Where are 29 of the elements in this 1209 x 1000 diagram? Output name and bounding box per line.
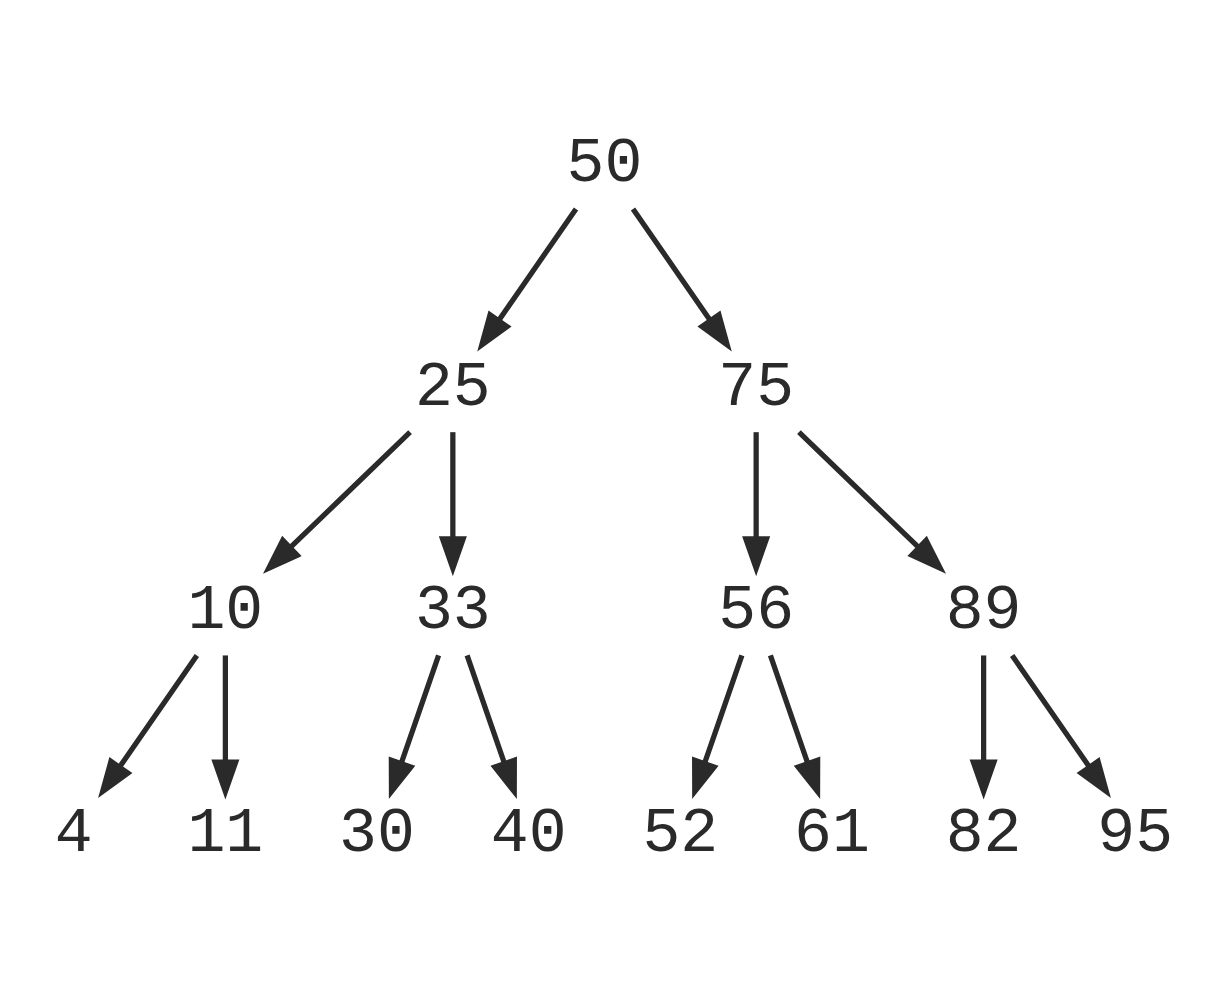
- node-text: 4: [54, 797, 93, 870]
- arrow: [477, 206, 579, 352]
- node-text: 30: [339, 797, 415, 870]
- arrow: [211, 654, 240, 799]
- arrow: [98, 653, 199, 798]
- arrow: [742, 431, 771, 576]
- arrow: [388, 654, 442, 799]
- arrow: [1010, 653, 1111, 798]
- node-text: 75: [718, 351, 795, 424]
- node-text: 10: [187, 574, 264, 647]
- arrow: [969, 654, 998, 799]
- arrow: [630, 206, 732, 352]
- node-text: 61: [794, 797, 870, 870]
- node-text: 82: [945, 797, 1022, 870]
- node-text: 25: [414, 351, 491, 424]
- node-text: 56: [718, 574, 795, 647]
- arrow: [797, 429, 946, 574]
- node-text: 50: [566, 127, 643, 200]
- arrow: [464, 654, 517, 799]
- arrow: [692, 654, 745, 799]
- arrow: [263, 429, 412, 574]
- node-text: 89: [945, 574, 1022, 647]
- node-text: 52: [642, 797, 719, 870]
- node-text: 40: [490, 797, 567, 870]
- node-text: 11: [187, 797, 264, 870]
- arrow: [767, 654, 821, 799]
- arrow: [438, 431, 467, 576]
- node-text: 33: [414, 574, 491, 647]
- node-text: 95: [1097, 797, 1174, 870]
